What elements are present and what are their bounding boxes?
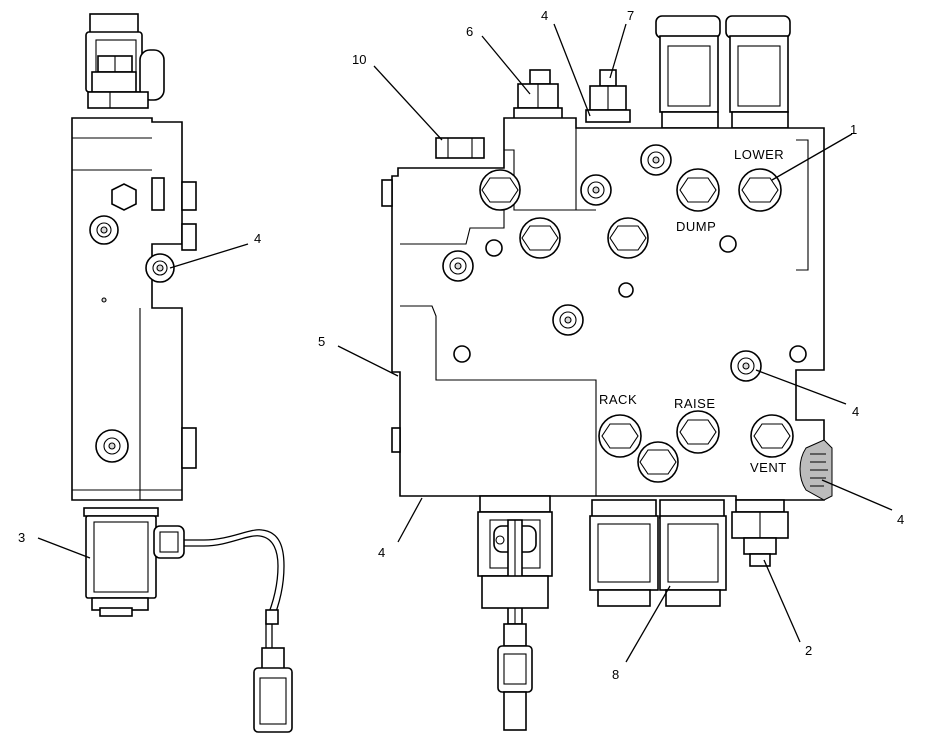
callout-3: 3 (18, 530, 91, 559)
callout-4-side: 4 (169, 231, 261, 269)
callout-2: 2 (763, 559, 812, 658)
bolt-left (442, 250, 474, 282)
port-label-vent: VENT (750, 460, 787, 475)
callout-1-number: 1 (850, 122, 857, 137)
callout-4-side-number: 4 (254, 231, 261, 246)
callout-7: 7 (609, 8, 634, 79)
hex-port-raise (676, 410, 720, 454)
hex-port-dump (676, 168, 720, 212)
callout-4-vent: 4 (821, 479, 904, 527)
port-label-dump: DUMP (676, 219, 716, 234)
callout-10: 10 (352, 52, 443, 141)
callout-4-top-number: 4 (541, 8, 548, 23)
hex-port-rack (598, 414, 642, 458)
callout-4-bottom-left-number: 4 (378, 545, 385, 560)
plug-e (789, 345, 807, 363)
bolt-right (730, 350, 762, 382)
plug-b (719, 235, 737, 253)
callout-4-right-number: 4 (852, 404, 859, 419)
hex-port-vent (750, 414, 794, 458)
hex-port-upper-c (607, 217, 649, 259)
port-label-raise: RAISE (674, 396, 716, 411)
plug-d (453, 345, 471, 363)
callout-4-bottom-left: 4 (378, 497, 423, 560)
bolt-top-b (580, 174, 612, 206)
callout-5-number: 5 (318, 334, 325, 349)
callout-4-top: 4 (541, 8, 591, 117)
callout-7-number: 7 (627, 8, 634, 23)
bolt-center (552, 304, 584, 336)
callout-1: 1 (771, 122, 857, 181)
hex-port-lower (738, 168, 782, 212)
callout-2-number: 2 (805, 643, 812, 658)
front-view-valve (381, 15, 833, 731)
plug-c (618, 282, 634, 298)
port-label-rack: RACK (599, 392, 637, 407)
port-label-lower: LOWER (734, 147, 784, 162)
hex-port-center (637, 441, 679, 483)
callout-6: 6 (466, 24, 531, 95)
bolt-top-a (640, 144, 672, 176)
callout-8: 8 (612, 585, 671, 682)
callout-10-number: 10 (352, 52, 366, 67)
hex-port-upper-b (519, 217, 561, 259)
callout-4-vent-number: 4 (897, 512, 904, 527)
callout-8-number: 8 (612, 667, 619, 682)
plug-a (485, 239, 503, 257)
callout-5: 5 (318, 334, 399, 377)
hex-port-upper-a (479, 169, 521, 211)
side-view-valve (71, 13, 293, 733)
callout-4-right: 4 (755, 369, 859, 419)
callout-6-number: 6 (466, 24, 473, 39)
callout-3-number: 3 (18, 530, 25, 545)
